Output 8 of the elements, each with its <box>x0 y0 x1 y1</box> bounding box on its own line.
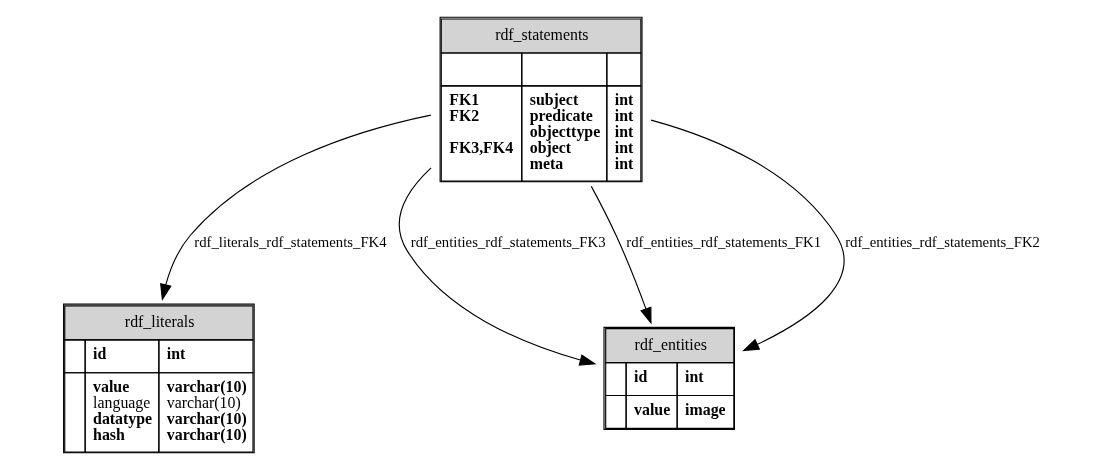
arrow <box>650 119 844 352</box>
arrow <box>398 167 596 366</box>
edge-label: rdf_literals_rdf_statements_FK4 <box>193 233 387 250</box>
edge-label: rdf_entities_rdf_statements_FK2 <box>844 233 1040 250</box>
arrow <box>159 114 431 302</box>
edge-label: rdf_entities_rdf_statements_FK1 <box>625 233 821 250</box>
arrow <box>590 185 652 325</box>
edge-label: rdf_entities_rdf_statements_FK3 <box>410 233 606 250</box>
